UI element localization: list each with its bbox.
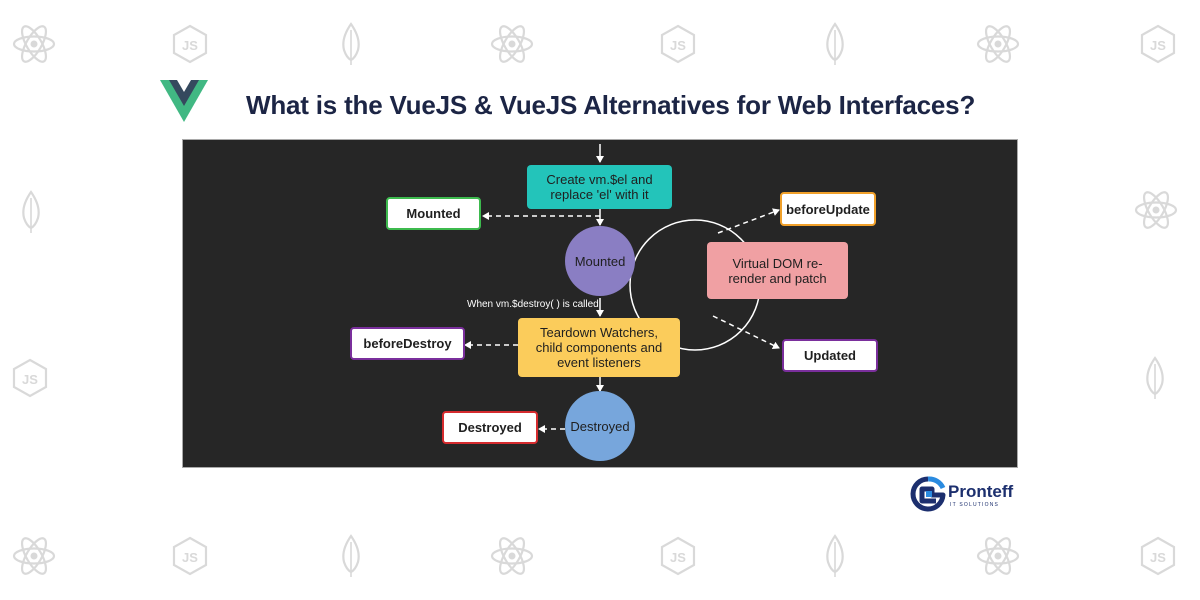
react-icon [490, 536, 534, 576]
react-icon [490, 24, 534, 64]
react-icon [976, 536, 1020, 576]
page-title: What is the VueJS & VueJS Alternatives f… [246, 90, 976, 120]
mounted-state-label: Mounted [574, 253, 626, 269]
destroyed-hook-label: Destroyed [458, 420, 522, 435]
mongodb-leaf-icon [824, 22, 846, 66]
virtual-dom-label: Virtual DOM re-render and patch [728, 255, 827, 286]
nodejs-icon: JS [660, 536, 696, 576]
nodejs-icon: JS [172, 536, 208, 576]
mongodb-leaf-icon [340, 534, 362, 578]
svg-text:JS: JS [22, 372, 38, 387]
react-icon [12, 24, 56, 64]
svg-text:JS: JS [670, 38, 686, 53]
create-el-label: Create vm.$el and replace 'el' with it [546, 172, 653, 202]
nodejs-icon: JS [172, 24, 208, 64]
before-destroy-hook-label: beforeDestroy [363, 336, 452, 351]
create-el-box: Create vm.$el and replace 'el' with it [527, 165, 672, 209]
before-update-hook-label: beforeUpdate [786, 201, 870, 217]
destroyed-state-circle: Destroyed [565, 391, 635, 461]
mongodb-leaf-icon [20, 190, 42, 234]
vue-logo-icon [160, 80, 208, 122]
svg-text:JS: JS [1150, 550, 1166, 565]
virtual-dom-box: Virtual DOM re-render and patch [707, 242, 848, 299]
svg-text:JS: JS [1150, 38, 1166, 53]
svg-text:JS: JS [670, 550, 686, 565]
destroyed-hook-box: Destroyed [442, 411, 538, 444]
brand-tagline: IT SOLUTIONS [950, 502, 1000, 508]
pronteff-brand: Pronteff IT SOLUTIONS [910, 476, 1030, 516]
lifecycle-diagram: Create vm.$el and replace 'el' with it M… [182, 139, 1018, 468]
teardown-label: Teardown Watchers, child components and … [535, 325, 663, 370]
nodejs-icon: JS [660, 24, 696, 64]
updated-hook-box: Updated [782, 339, 878, 372]
react-icon [976, 24, 1020, 64]
mongodb-leaf-icon [1144, 356, 1166, 400]
nodejs-icon: JS [12, 358, 48, 398]
svg-text:JS: JS [182, 550, 198, 565]
destroy-call-note: When vm.$destroy( ) is called [467, 299, 599, 310]
before-update-arrow [717, 208, 780, 234]
react-icon [12, 536, 56, 576]
mongodb-leaf-icon [824, 534, 846, 578]
react-icon [1134, 190, 1178, 230]
updated-arrow [712, 315, 780, 349]
teardown-box: Teardown Watchers, child components and … [518, 318, 680, 377]
svg-text:JS: JS [182, 38, 198, 53]
brand-name: Pronteff [948, 482, 1014, 501]
destroyed-state-label: Destroyed [570, 418, 630, 434]
updated-hook-label: Updated [804, 348, 856, 363]
before-destroy-hook-box: beforeDestroy [350, 327, 465, 360]
nodejs-icon: JS [1140, 24, 1176, 64]
mounted-hook-label: Mounted [406, 206, 461, 221]
nodejs-icon: JS [1140, 536, 1176, 576]
before-update-hook-box: beforeUpdate [780, 192, 876, 226]
mounted-hook-box: Mounted [386, 197, 481, 230]
pronteff-logo-icon [910, 476, 946, 512]
mounted-state-circle: Mounted [565, 226, 635, 296]
mongodb-leaf-icon [340, 22, 362, 66]
